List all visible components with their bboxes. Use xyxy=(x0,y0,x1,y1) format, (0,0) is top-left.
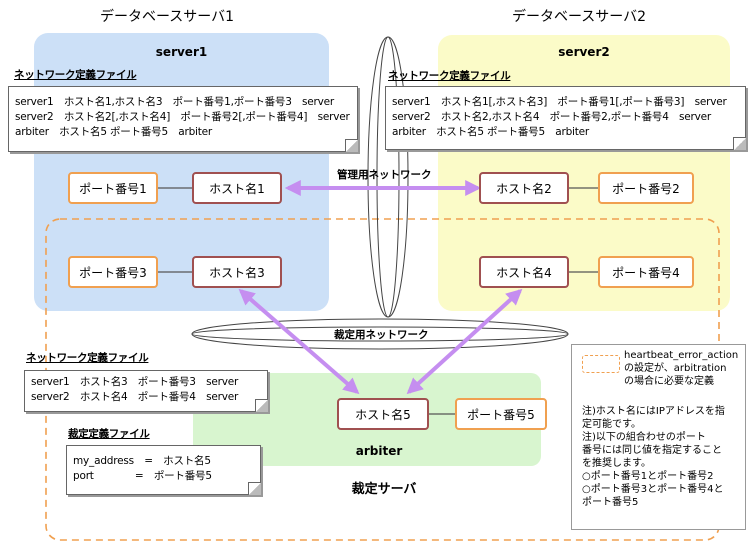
legend-note-5: を推奨します。 xyxy=(582,458,651,469)
host-name-3-box: ホスト名3 xyxy=(192,256,282,288)
server1-net-line-1: server1 ホスト名1,ホスト名3 ポート番号1,ポート番号3 server xyxy=(15,96,335,108)
server2-net-line-3: arbiter ホスト名5 ポート番号5 arbiter xyxy=(392,126,590,138)
arbiter-net-file: server1 ホスト名3 ポート番号3 server server2 ホスト名… xyxy=(24,370,268,412)
server2-net-line-2: server2 ホスト名2,ホスト名4 ポート番号2,ポート番号4 server xyxy=(392,111,712,123)
legend-panel: heartbeat_error_action の設定が、arbitration … xyxy=(571,344,746,530)
port-number-3-box: ポート番号3 xyxy=(68,256,158,288)
legend-text: heartbeat_error_action の設定が、arbitration … xyxy=(624,349,738,388)
legend-note-1: 注)ホスト名にはIPアドレスを指 xyxy=(582,406,725,417)
server2-net-file-title: ネットワーク定義ファイル xyxy=(388,70,511,82)
server1-net-file: server1 ホスト名1,ホスト名3 ポート番号1,ポート番号3 server… xyxy=(8,86,358,152)
legend-line-1: heartbeat_error_action xyxy=(624,350,739,361)
host-name-2-box: ホスト名2 xyxy=(479,172,569,204)
host-name-1-box: ホスト名1 xyxy=(192,172,282,204)
host-name-4-box: ホスト名4 xyxy=(479,256,569,288)
server2-net-file: server1 ホスト名1[,ホスト名3] ポート番号1[,ポート番号3] se… xyxy=(385,86,746,150)
port-number-5-box: ポート番号5 xyxy=(455,398,547,430)
arbitration-def-line-1: my_address = ホスト名5 xyxy=(73,455,211,467)
arbiter-net-line-1: server1 ホスト名3 ポート番号3 server xyxy=(31,376,239,388)
host-name-5-box: ホスト名5 xyxy=(337,398,429,430)
server2-net-line-1: server1 ホスト名1[,ホスト名3] ポート番号1[,ポート番号3] se… xyxy=(392,96,727,108)
db-server1-title: データベースサーバ1 xyxy=(100,9,235,25)
legend-note-6: ○ポート番号1とポート番号2 xyxy=(582,471,714,482)
arbitration-def-line-2: port = ポート番号5 xyxy=(73,470,212,482)
port-number-4-box: ポート番号4 xyxy=(598,256,694,288)
arbiter-net-line-2: server2 ホスト名4 ポート番号4 server xyxy=(31,391,239,403)
server1-label: server1 xyxy=(155,45,208,59)
legend-note-4: 番号には同じ値を指定すること xyxy=(582,445,722,456)
arbiter-server-caption: 裁定サーバ xyxy=(351,482,417,497)
legend-line-3: の場合に必要な定義 xyxy=(624,376,714,387)
management-network-ring xyxy=(367,36,409,318)
legend-note-7: ○ポート番号3とポート番号4と xyxy=(582,484,724,495)
server1-net-line-3: arbiter ホスト名5 ポート番号5 arbiter xyxy=(15,126,213,138)
legend-line-2: の設定が、arbitration xyxy=(624,363,727,374)
server1-net-line-2: server2 ホスト名2[,ホスト名4] ポート番号2[,ポート番号4] se… xyxy=(15,111,350,123)
legend-notes: 注)ホスト名にはIPアドレスを指 定可能です。 注)以下の組合わせのポート 番号… xyxy=(582,405,725,509)
arbitration-def-file-title: 裁定定義ファイル xyxy=(68,428,150,440)
legend-note-3: 注)以下の組合わせのポート xyxy=(582,432,706,443)
arbitration-arrow-host4-host5 xyxy=(406,288,523,395)
server1-net-file-title: ネットワーク定義ファイル xyxy=(14,69,137,81)
db-server2-title: データベースサーバ2 xyxy=(512,9,647,25)
arbiter-net-file-title: ネットワーク定義ファイル xyxy=(26,352,149,364)
legend-note-2: 定可能です。 xyxy=(582,419,641,430)
port-number-2-box: ポート番号2 xyxy=(598,172,694,204)
arbiter-label: arbiter xyxy=(355,444,403,458)
legend-dashed-swatch xyxy=(582,355,620,373)
management-network-label: 管理用ネットワーク xyxy=(337,169,432,181)
arbitration-arrow-host3-host5 xyxy=(238,288,360,395)
server2-label: server2 xyxy=(558,45,610,59)
port-number-1-box: ポート番号1 xyxy=(68,172,158,204)
arbitration-network-label: 裁定用ネットワーク xyxy=(334,329,429,341)
arbitration-network-ring xyxy=(191,318,569,350)
legend-note-8: ポート番号5 xyxy=(582,497,639,508)
arbitration-def-file: my_address = ホスト名5 port = ポート番号5 xyxy=(66,445,261,495)
